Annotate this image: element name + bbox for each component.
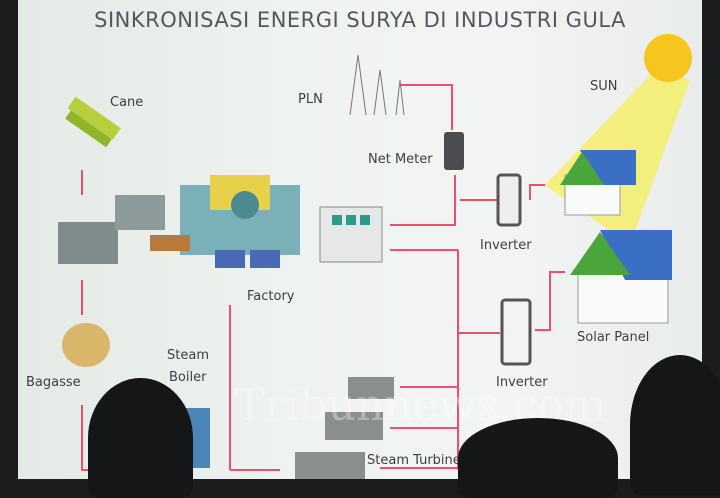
label-steam-turbine: Steam Turbine (367, 453, 461, 468)
label-inverter-1: Inverter (480, 238, 532, 253)
diagram-graphics (58, 34, 692, 479)
audience-silhouette (88, 378, 193, 498)
label-boiler: Boiler (169, 370, 207, 385)
label-factory: Factory (247, 289, 295, 304)
label-solar-panel: Solar Panel (577, 330, 650, 345)
audience-silhouette (630, 355, 720, 495)
sun-icon (644, 34, 692, 82)
inverter-icon-2 (500, 298, 532, 366)
bagasse-icon (62, 323, 110, 367)
net-meter-icon (444, 132, 464, 170)
inverter-icon-1 (496, 173, 522, 227)
label-bagasse: Bagasse (26, 375, 81, 390)
house-icon-2 (570, 230, 672, 324)
house-icon-1 (560, 150, 636, 216)
label-cane: Cane (110, 95, 144, 110)
flow-arrows (81, 84, 565, 471)
arrow-meter-switchgear (390, 175, 456, 226)
label-steam: Steam (167, 348, 209, 363)
generator-icons (295, 377, 394, 479)
label-sun: SUN (590, 79, 618, 94)
cane-icon (65, 96, 121, 148)
switchgear-icon (319, 206, 383, 263)
arrow-panel2-inverter (535, 271, 565, 331)
factory-icon (150, 175, 300, 268)
audience-silhouette (458, 418, 618, 498)
label-inverter-2: Inverter (496, 375, 548, 390)
cane-processing-icon (58, 195, 165, 264)
pln-tower-icon (349, 54, 405, 116)
slide-title: SINKRONISASI ENERGI SURYA DI INDUSTRI GU… (94, 8, 626, 32)
label-net-meter: Net Meter (368, 152, 433, 167)
arrow-panel1-inverter (529, 184, 545, 200)
label-pln: PLN (298, 92, 323, 107)
arrow-pln-meter (400, 84, 453, 130)
